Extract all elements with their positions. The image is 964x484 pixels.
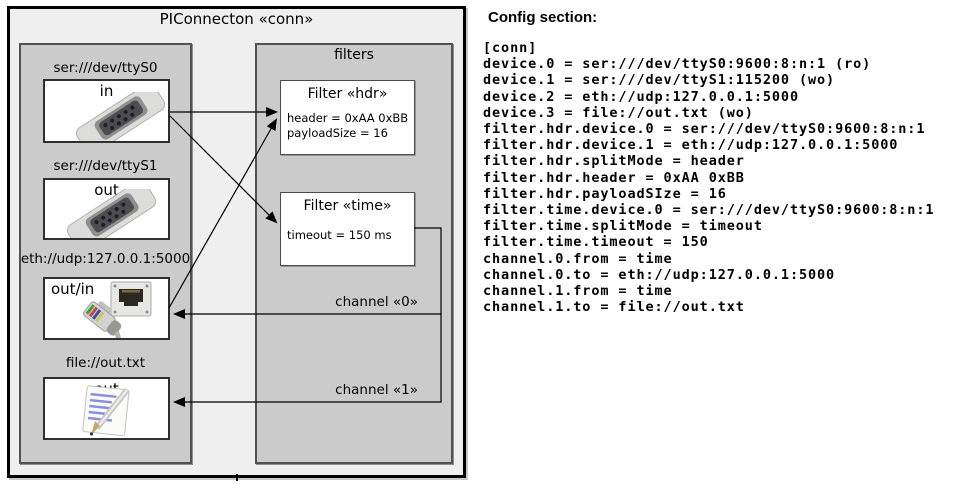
device-label-ttyS1: ser:///dev/ttyS1 xyxy=(53,158,158,174)
diagram-title: PIConnecton «conn» xyxy=(159,10,314,28)
device-box-file: out xyxy=(43,377,170,440)
device-label-eth: eth://udp:127.0.0.1:5000 xyxy=(20,251,191,267)
serial-connector-icon xyxy=(66,189,157,238)
filter-title: Filter «hdr» xyxy=(307,86,388,102)
notepad-pencil-icon xyxy=(82,385,130,437)
filter-title: Filter «time» xyxy=(303,198,392,214)
device-label-file: file://out.txt xyxy=(65,355,146,371)
config-heading: Config section: xyxy=(488,9,598,26)
filter-box-time: Filter «time» timeout = 150 ms xyxy=(280,192,415,266)
filters-group-title: filters xyxy=(334,47,374,63)
config-text: [conn] device.0 = ser:///dev/ttyS0:9600:… xyxy=(483,40,935,316)
channel-0-label: channel «0» xyxy=(335,294,418,310)
device-box-ttyS0: in xyxy=(43,79,170,143)
device-box-ttyS1: out xyxy=(43,178,170,240)
filter-properties: header = 0xAA 0xBB payloadSize = 16 xyxy=(287,111,409,140)
filter-box-hdr: Filter «hdr» header = 0xAA 0xBB payloadS… xyxy=(280,80,415,155)
device-direction: out/in xyxy=(51,280,95,298)
device-label-ttyS0: ser:///dev/ttyS0 xyxy=(53,60,158,76)
ethernet-connector-icon xyxy=(83,281,152,338)
serial-connector-icon xyxy=(75,92,166,141)
page-edge-tick xyxy=(236,474,238,481)
device-box-eth: out/in xyxy=(43,277,170,340)
device-direction: out xyxy=(94,181,119,199)
config-panel: Config section: [conn] device.0 = ser://… xyxy=(483,0,964,484)
filter-properties: timeout = 150 ms xyxy=(287,228,392,242)
channel-1-label: channel «1» xyxy=(335,382,418,398)
device-direction: in xyxy=(99,82,114,100)
